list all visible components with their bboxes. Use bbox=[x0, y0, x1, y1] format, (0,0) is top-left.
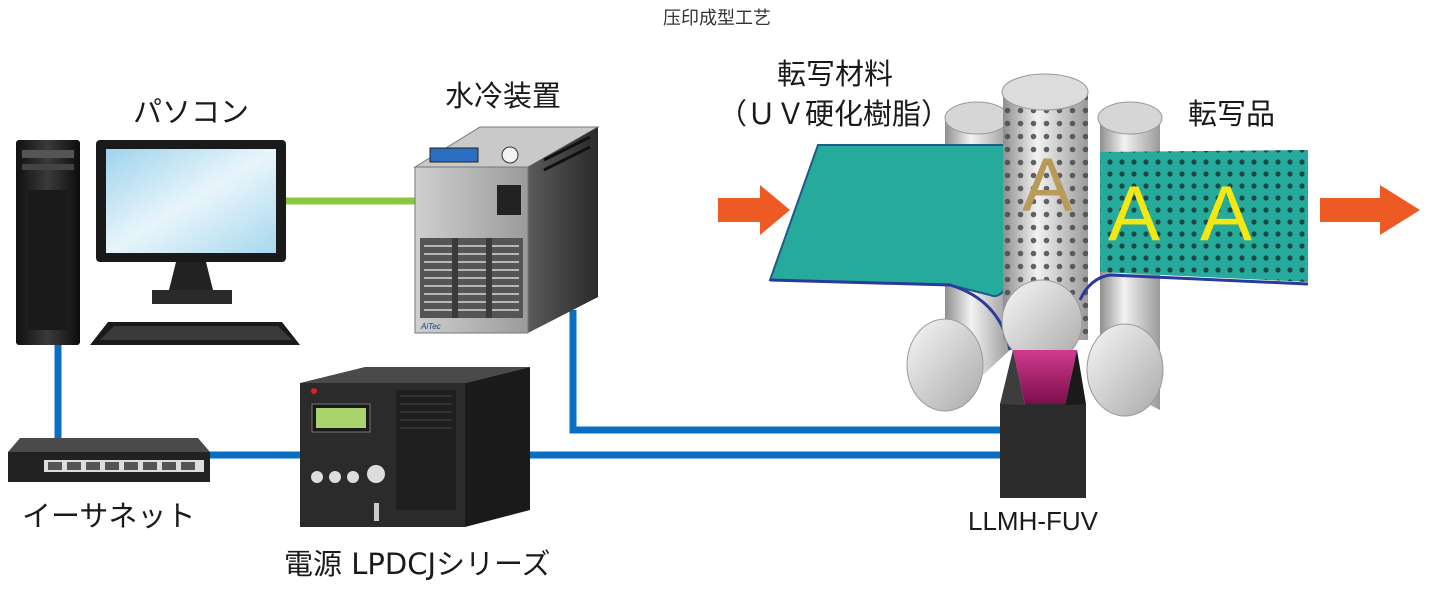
chiller-grille bbox=[420, 238, 523, 318]
product-letter-2: A bbox=[1200, 169, 1253, 257]
pc-keyboard bbox=[90, 322, 300, 345]
input-arrow bbox=[718, 185, 790, 235]
cable-chiller-lamp bbox=[569, 310, 1000, 434]
label-lamp: LLMH-FUV bbox=[968, 506, 1099, 536]
label-material-sub: （ＵＶ硬化樹脂） bbox=[718, 97, 951, 131]
transfer-film-output bbox=[1078, 150, 1309, 301]
ethernet-switch bbox=[8, 438, 210, 482]
pc-tower bbox=[16, 140, 80, 345]
output-arrow bbox=[1320, 185, 1420, 235]
mold-roller bbox=[1001, 73, 1089, 365]
cables bbox=[54, 197, 1000, 459]
uv-lamp bbox=[1000, 350, 1086, 498]
chiller-brand: AiTec bbox=[420, 322, 441, 331]
power-supply bbox=[300, 367, 530, 527]
water-chiller: AiTec bbox=[413, 126, 600, 334]
label-pc: パソコン bbox=[133, 95, 250, 129]
roller-letter: A bbox=[1022, 143, 1073, 228]
label-material: 転写材料 bbox=[777, 57, 894, 91]
product-letter-1: A bbox=[1108, 169, 1161, 257]
label-power: 電源 LPDCJシリーズ bbox=[284, 547, 551, 581]
diagram-title: 压印成型工艺 bbox=[663, 8, 771, 29]
flow-arrows bbox=[718, 185, 1420, 235]
label-ethernet: イーサネット bbox=[22, 499, 196, 533]
label-product: 転写品 bbox=[1188, 97, 1276, 131]
pc-monitor bbox=[96, 140, 286, 304]
label-chiller: 水冷装置 bbox=[445, 79, 562, 113]
